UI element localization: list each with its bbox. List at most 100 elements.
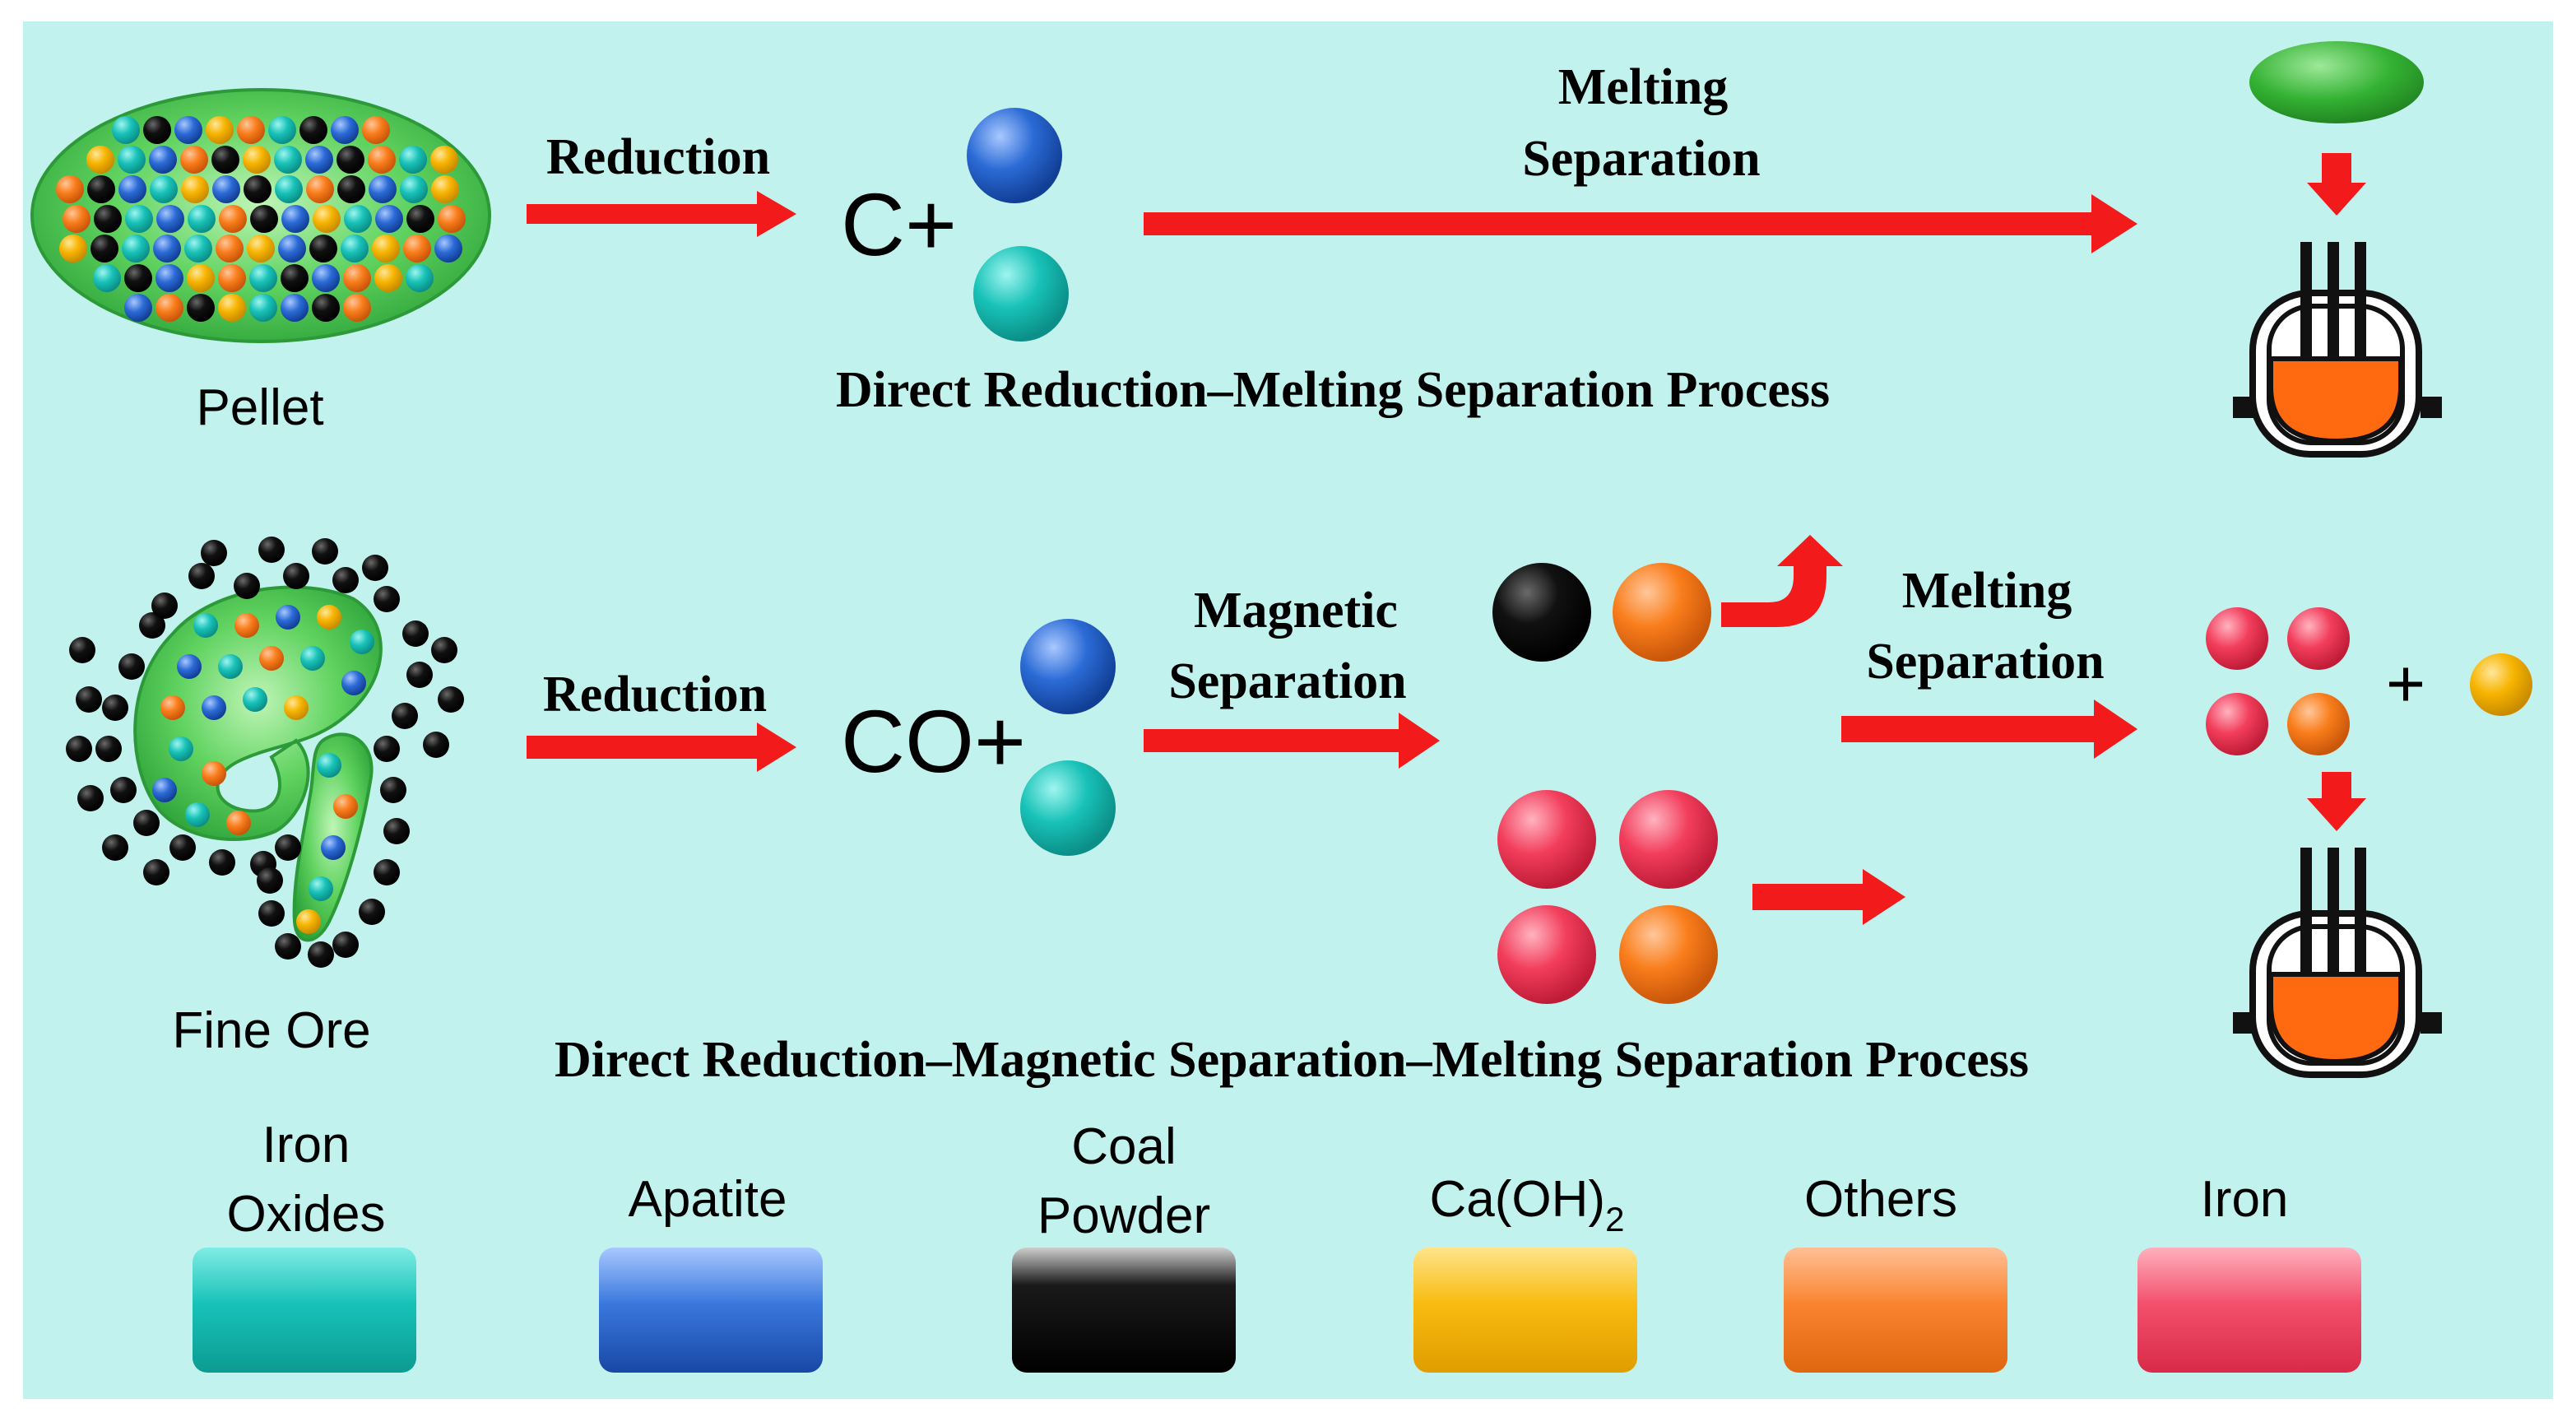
fine-ore-coal-particle [359, 899, 385, 925]
pellet-others-particle [216, 235, 244, 263]
pellet-apatite-particle [156, 205, 184, 233]
bottom-melting-label-line2: Separation [1866, 634, 2104, 690]
pellet-iron-oxide-particle [188, 205, 216, 233]
fine-ore-iron-oxide-particle [169, 737, 193, 761]
fine-ore-coal-particle [102, 834, 128, 861]
bottom-melting-label-line1: Melting [1902, 563, 2072, 619]
legend: Iron Oxides Apatite Coal Powder Ca(OH)2 … [193, 1117, 2361, 1373]
pellet-coal-particle [143, 116, 171, 144]
bottom-melting-arrow [1841, 699, 2137, 759]
bottom-drop-arrow [2307, 772, 2366, 831]
pellet-others-particle [180, 146, 208, 174]
fine-ore-coal-particle [423, 732, 449, 758]
pellet-coal-particle [187, 294, 215, 322]
tailing-removal-arrow [1721, 535, 1843, 627]
pellet-caoh2-particle [313, 205, 341, 233]
pellet-apatite-particle [124, 294, 152, 322]
pellet-others-particle [362, 116, 390, 144]
pellet-apatite-particle [278, 235, 306, 263]
fine-ore-coal-particle [283, 563, 309, 589]
magnetic-separation-arrow [1144, 713, 1440, 769]
fine-ore-apatite-particle [321, 835, 346, 860]
fine-ore-iron-oxide-particle [350, 630, 374, 654]
fine-ore-coal-particle [139, 612, 165, 639]
fine-ore-others-particle [259, 646, 284, 671]
fine-ore-coal-particle [169, 834, 196, 861]
pellet-caoh2-particle [218, 294, 246, 322]
fine-ore-coal-particle [151, 592, 178, 619]
pellet-caoh2-particle [181, 175, 209, 203]
concentrate-iron-particle-2 [1619, 790, 1718, 889]
pellet-iron-oxide-particle [122, 235, 150, 263]
legend-swatch-coal-powder [1012, 1248, 1236, 1373]
pellet-caoh2-particle [372, 235, 400, 263]
fine-ore-caoh2-particle [317, 605, 341, 630]
fine-ore-apatite-particle [341, 671, 366, 695]
legend-label-coal-line1: Coal [1071, 1118, 1177, 1175]
pellet-apatite-particle [281, 205, 309, 233]
fine-ore-caoh2-particle [296, 909, 321, 934]
legend-label-iron-oxides-line2: Oxides [227, 1186, 386, 1243]
pellet-others-particle [438, 205, 466, 233]
pellet-coal-particle [312, 294, 340, 322]
pellet-apatite-particle [153, 235, 181, 263]
pellet-coal-particle [406, 205, 434, 233]
fine-ore-coal-particle [110, 777, 137, 803]
pellet-apatite-particle [118, 175, 146, 203]
pellet-apatite-particle [305, 146, 333, 174]
fine-ore-coal-particle [402, 620, 429, 647]
pellet-caoh2-particle [431, 175, 459, 203]
pellet-coal-particle [281, 264, 309, 292]
product-caoh2-particle [2470, 653, 2532, 716]
pellet-others-particle [306, 175, 334, 203]
pellet-apatite-particle [281, 294, 309, 322]
pellet-caoh2-particle [86, 146, 114, 174]
fine-ore-coal-particle [275, 933, 301, 960]
fine-ore-apatite-particle [276, 605, 300, 630]
product-iron-particle-1 [2206, 607, 2268, 670]
pellet-caoh2-particle [59, 235, 87, 263]
pellet-apatite-particle [369, 175, 397, 203]
fine-ore-coal-particle [143, 859, 169, 885]
pellet-others-particle [237, 116, 265, 144]
fine-ore-others-particle [160, 695, 185, 720]
pellet-coal-particle [94, 205, 122, 233]
bottom-iron-oxide-particle [1020, 760, 1116, 856]
pellet-iron-oxide-particle [274, 146, 302, 174]
pellet-iron-oxide-particle [400, 175, 428, 203]
pellet-coal-particle [337, 146, 364, 174]
top-melting-label-line1: Melting [1558, 59, 1729, 115]
fine-ore-iron-oxide-particle [218, 654, 243, 679]
pellet-iron-oxide-particle [150, 175, 178, 203]
bottom-reduction-arrow [527, 723, 796, 772]
pellet-iron-oxide-particle [125, 205, 153, 233]
pellet-others-particle [343, 294, 371, 322]
pellet-apatite-particle [155, 264, 183, 292]
legend-swatch-iron-oxides [193, 1248, 416, 1373]
bottom-reduction-label: Reduction [543, 667, 767, 723]
fine-ore-coal-particle [374, 586, 400, 612]
product-iron-particle-2 [2287, 607, 2350, 670]
pellet-coal-particle [250, 205, 278, 233]
fine-ore-coal-particle [133, 810, 160, 836]
pellet-iron-oxide-particle [275, 175, 303, 203]
fine-ore-apatite-particle [177, 654, 202, 679]
top-melting-label-line2: Separation [1522, 131, 1760, 187]
pellet-others-particle [155, 294, 183, 322]
fine-ore-coal-particle [380, 777, 406, 803]
concentrate-arrow [1752, 869, 1905, 925]
pellet-others-particle [219, 205, 247, 233]
fine-ore-coal-particle [438, 686, 464, 713]
fine-ore-coal-particle [258, 537, 285, 563]
pellet-others-particle [218, 264, 246, 292]
fine-ore-caoh2-particle [284, 695, 309, 720]
fine-ore-coal-particle [76, 686, 102, 713]
tailing-others-particle [1613, 563, 1711, 662]
pellet-apatite-particle [212, 175, 240, 203]
pellet-apatite-particle [331, 116, 359, 144]
pellet-coal-particle [91, 235, 118, 263]
fine-ore-coal-particle [332, 932, 359, 958]
fine-ore-iron-oxide-particle [309, 876, 333, 901]
tailing-coal-particle [1492, 563, 1591, 662]
legend-swatch-iron [2137, 1248, 2361, 1373]
